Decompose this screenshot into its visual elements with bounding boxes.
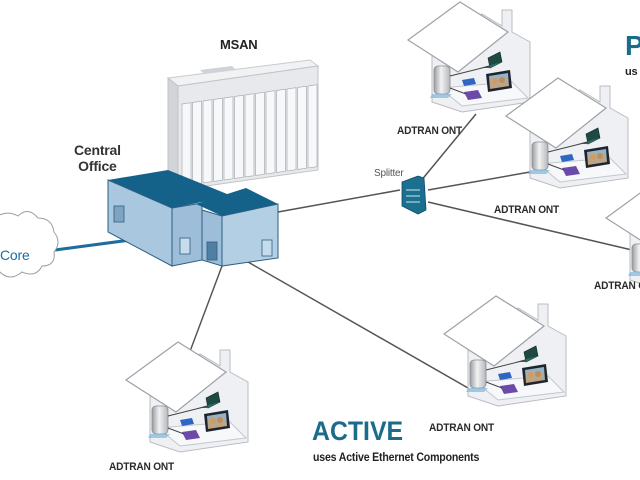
msan-label: MSAN: [220, 37, 258, 52]
ont-label-mid-right: ADTRAN ONT: [494, 204, 560, 216]
central-office-building: [107, 170, 279, 267]
central-office-label-line2: Office: [78, 158, 117, 174]
msan-card-slot: [192, 100, 202, 185]
msan-card-slot: [265, 90, 276, 175]
msan-card-slot: [213, 97, 223, 182]
msan-card-slot: [244, 93, 255, 178]
link-co-to-splitter: [277, 189, 401, 213]
msan-card-slot: [255, 91, 265, 176]
passive-subtitle: us: [625, 66, 638, 78]
central-office-label-line1: Central: [74, 142, 121, 158]
msan-card-slot: [181, 102, 192, 187]
core-label: Core: [0, 247, 30, 263]
active-subtitle: uses Active Ethernet Components: [313, 452, 480, 464]
splitter-label: Splitter: [374, 168, 404, 179]
house-top-left: [407, 1, 531, 113]
ont-label-bottom-right: ADTRAN ONT: [429, 422, 495, 434]
passive-title: P: [625, 30, 640, 61]
msan-card-slot: [307, 84, 318, 169]
link-splitter-to-ont-far-right: [427, 201, 633, 251]
msan-card-slot: [276, 88, 286, 173]
splitter-device: [401, 175, 427, 215]
msan-card-slot: [234, 94, 244, 179]
house-far-right: [605, 179, 640, 291]
ont-label-bottom-left: ADTRAN ONT: [109, 461, 175, 473]
msan-card-slot: [223, 96, 234, 181]
core-cloud: [0, 211, 59, 278]
msan-card-slot: [297, 85, 307, 170]
msan-card-slot: [286, 87, 297, 172]
link-co-to-ont-bottom-left: [185, 265, 223, 363]
msan-card-slot: [202, 99, 213, 184]
msan-device: [166, 59, 320, 192]
active-title: ACTIVE: [312, 416, 404, 446]
msan-slots: [181, 84, 318, 187]
link-splitter-to-ont-top-left: [419, 113, 477, 183]
house-bottom-left: [125, 341, 249, 453]
ont-label-top-left: ADTRAN ONT: [397, 125, 463, 137]
ont-label-far-right: ADTRAN ONT: [594, 280, 640, 292]
link-co-to-ont-bottom-right: [247, 261, 469, 389]
house-bottom-right: [443, 295, 567, 407]
link-splitter-to-ont-mid-right: [427, 171, 531, 191]
central-office-label: Central Office: [74, 142, 121, 174]
